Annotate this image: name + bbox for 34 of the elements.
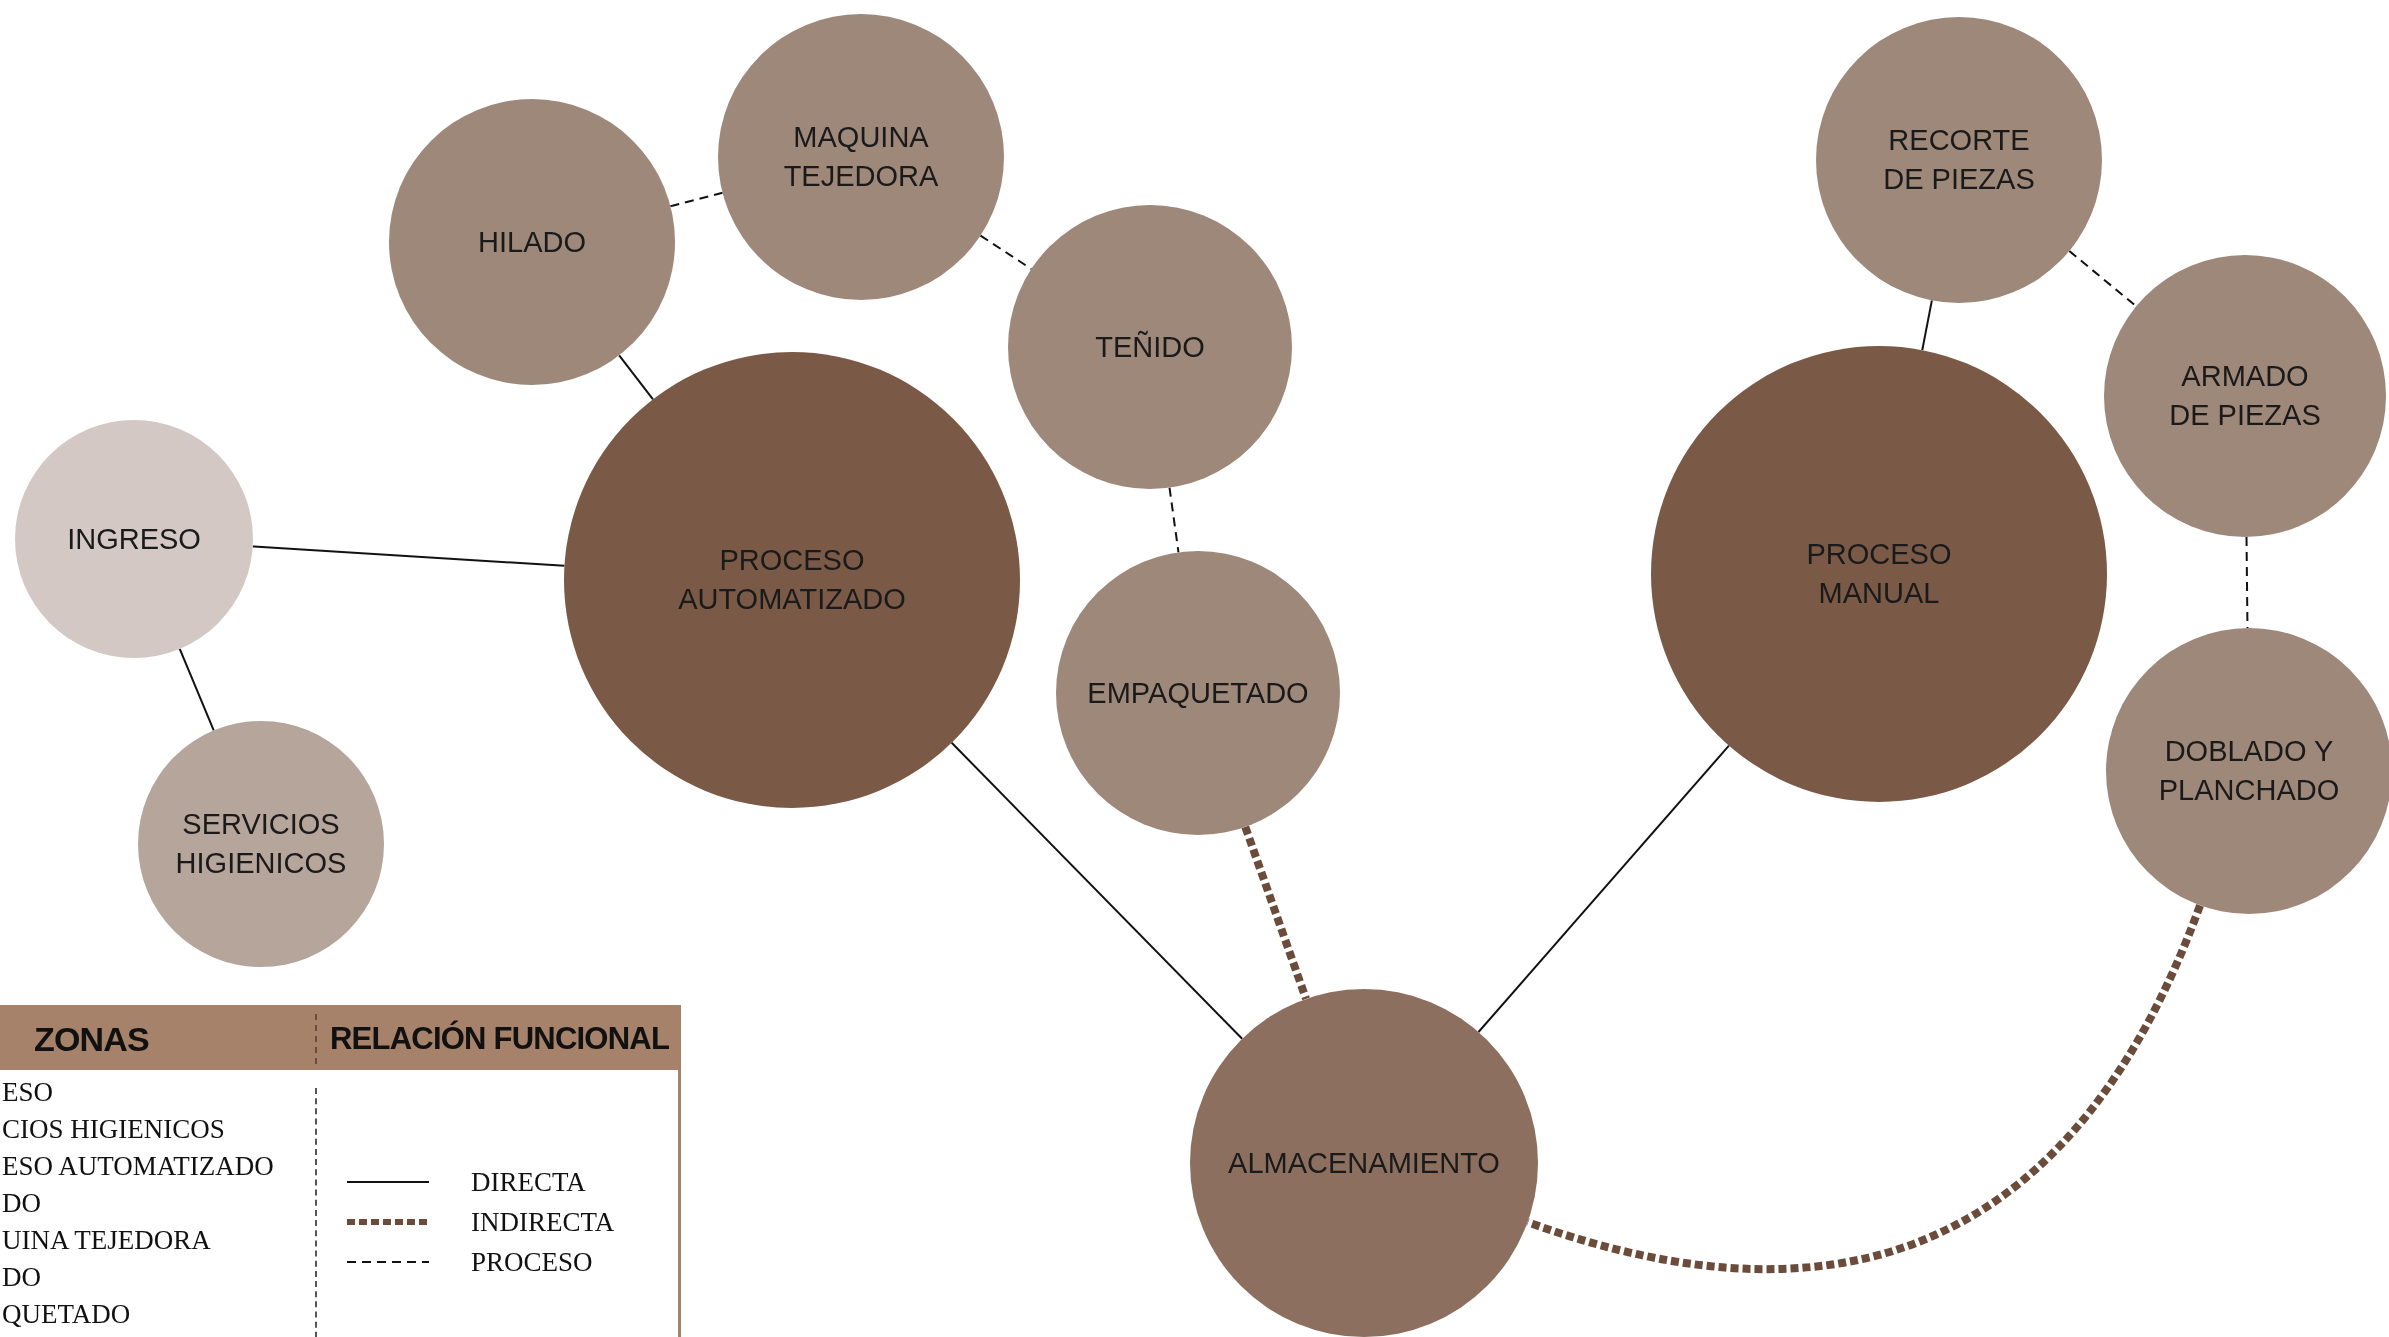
zone-label: RECORTE DE PIEZAS bbox=[1882, 123, 2036, 197]
zone-label: HILADO bbox=[478, 224, 586, 260]
zone-list-item: CIOS HIGIENICOS bbox=[2, 1113, 225, 1145]
column-header: ZONAS bbox=[34, 1020, 149, 1058]
direct-connector bbox=[251, 545, 566, 567]
process-connector bbox=[669, 191, 724, 208]
zone-label: DOBLADO Y PLANCHADO bbox=[2157, 734, 2341, 808]
zone-label: PROCESO MANUAL bbox=[1805, 537, 1953, 611]
direct-connector bbox=[178, 647, 215, 732]
direct-connector bbox=[950, 741, 1244, 1040]
indirect-connector bbox=[1241, 825, 1310, 1001]
process-connector bbox=[2245, 536, 2249, 629]
zone-list-item: DO bbox=[2, 1261, 41, 1293]
zone-list-item: ESO bbox=[2, 1076, 53, 1108]
zone-label: INGRESO bbox=[67, 521, 201, 557]
process-connector bbox=[1168, 486, 1180, 554]
zone-label: ARMADO DE PIEZAS bbox=[2168, 359, 2322, 433]
zone-list-item: ESO AUTOMATIZADO bbox=[2, 1150, 274, 1182]
zone-label: TEÑIDO bbox=[1095, 329, 1205, 365]
zone-list-item: QUETADO bbox=[2, 1298, 131, 1330]
zone-list-item: UINA TEJEDORA bbox=[2, 1224, 211, 1256]
direct-connector bbox=[1921, 299, 1933, 352]
zone-label: PROCESO AUTOMATIZADO bbox=[677, 543, 907, 617]
zone-label: MAQUINA TEJEDORA bbox=[782, 120, 940, 194]
legend-label: INDIRECTA bbox=[471, 1206, 615, 1238]
direct-connector bbox=[1477, 744, 1730, 1033]
legend-label: DIRECTA bbox=[471, 1166, 586, 1198]
zone-list-item: DO bbox=[2, 1187, 41, 1219]
direct-connector bbox=[618, 354, 654, 401]
zone-label: ALMACENAMIENTO bbox=[1228, 1145, 1500, 1181]
zone-label: SERVICIOS HIGIENICOS bbox=[174, 807, 348, 881]
zone-label: EMPAQUETADO bbox=[1087, 675, 1309, 711]
column-header: RELACIÓN FUNCIONAL bbox=[330, 1020, 670, 1058]
legend-label: PROCESO bbox=[471, 1246, 593, 1278]
